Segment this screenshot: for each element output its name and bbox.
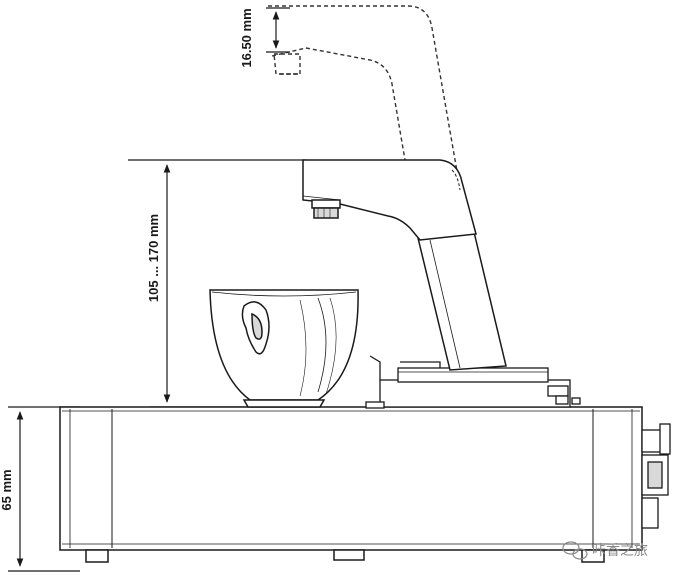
group-bracket [365, 355, 581, 409]
machine-base [59, 406, 643, 563]
spout-travel-label: 16.50 mm [239, 8, 254, 67]
cup-clearance-label: 105 ... 170 mm [146, 214, 161, 302]
side-switch [641, 423, 671, 529]
coffee-cup [209, 289, 359, 408]
spout-travel-dimension [266, 7, 290, 53]
wechat-bubble-icon [562, 541, 588, 560]
watermark: 咔香之旅 [562, 541, 648, 560]
base-height-label: 65 mm [0, 469, 14, 510]
spout-column [302, 159, 507, 371]
watermark-text: 咔香之旅 [592, 543, 648, 559]
